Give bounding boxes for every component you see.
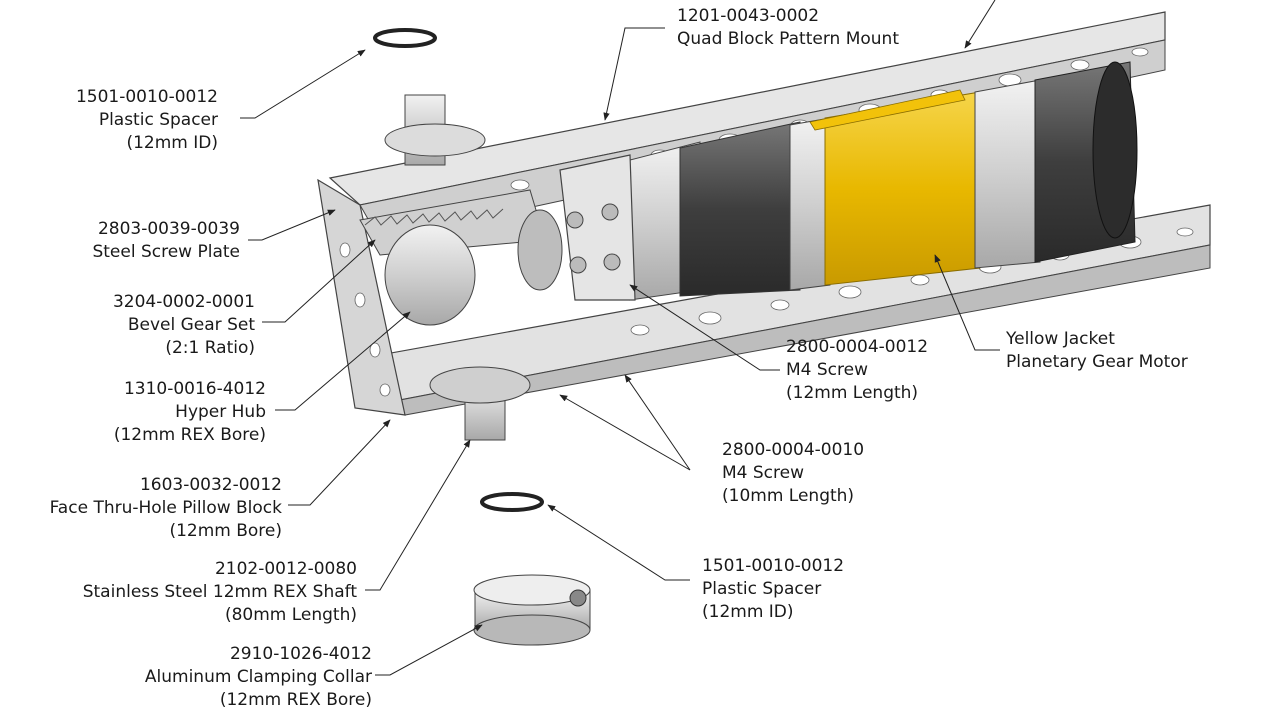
- part-number: 2803-0039-0039: [97, 219, 240, 239]
- part-number: 2102-0012-0080: [214, 559, 357, 579]
- part-name: M4 Screw: [786, 360, 869, 380]
- part-name: M4 Screw: [722, 463, 805, 483]
- part-name: Quad Block Pattern Mount: [677, 29, 899, 49]
- rex-shaft: [384, 94, 531, 441]
- channel-end-plate: [317, 178, 406, 416]
- callout-m4-screw-12mm: 2800-0004-0012 M4 Screw (12mm Length): [786, 336, 928, 405]
- part-name: Hyper Hub: [175, 402, 266, 422]
- part-number: 1603-0032-0012: [139, 475, 282, 495]
- callout-hyper-hub: 1310-0016-4012 Hyper Hub (12mm REX Bore): [60, 378, 266, 447]
- part-spec: (10mm Length): [722, 486, 855, 506]
- part-number: 1501-0010-0012: [75, 87, 218, 107]
- callout-yellow-jacket-motor: Yellow Jacket Planetary Gear Motor: [1006, 328, 1188, 374]
- leader-lines: [240, 0, 1000, 676]
- clamping-collar: [473, 574, 591, 646]
- part-name-2: Planetary Gear Motor: [1006, 352, 1188, 372]
- part-name: Bevel Gear Set: [127, 315, 255, 335]
- yellow-jacket-motor: [629, 61, 1138, 301]
- part-number: 2800-0004-0010: [722, 440, 865, 460]
- plastic-spacer-top: [373, 28, 437, 48]
- part-name: Yellow Jacket: [1006, 329, 1115, 349]
- part-spec: (12mm REX Bore): [219, 690, 372, 710]
- part-name: Plastic Spacer: [98, 110, 218, 130]
- callout-clamping-collar: 2910-1026-4012 Aluminum Clamping Collar …: [100, 643, 372, 712]
- callout-quad-block-mount: 1201-0043-0002 Quad Block Pattern Mount: [677, 5, 899, 51]
- part-number: 1201-0043-0002: [677, 6, 820, 26]
- part-name: Plastic Spacer: [702, 579, 822, 599]
- part-spec: (12mm REX Bore): [113, 425, 266, 445]
- part-number: 1501-0010-0012: [702, 556, 845, 576]
- callout-m4-screw-10mm: 2800-0004-0010 M4 Screw (10mm Length): [722, 439, 864, 508]
- part-number: 2910-1026-4012: [229, 644, 372, 664]
- callout-bevel-gear-set: 3204-0002-0001 Bevel Gear Set (2:1 Ratio…: [60, 291, 255, 360]
- part-spec: (2:1 Ratio): [165, 338, 255, 358]
- quad-block-mount: [559, 154, 636, 301]
- part-number: 1310-0016-4012: [123, 379, 266, 399]
- part-name: Steel Screw Plate: [92, 242, 240, 262]
- part-number: 3204-0002-0001: [112, 292, 255, 312]
- part-spec: (80mm Length): [224, 605, 357, 625]
- part-number: 2800-0004-0012: [786, 337, 929, 357]
- plastic-spacer-bottom: [480, 492, 544, 512]
- bevel-gear-set: [359, 189, 563, 326]
- callout-pillow-block: 1603-0032-0012 Face Thru-Hole Pillow Blo…: [20, 474, 282, 543]
- part-spec: (12mm Bore): [169, 521, 282, 541]
- part-spec: (12mm ID): [126, 133, 218, 153]
- callout-steel-screw-plate: 2803-0039-0039 Steel Screw Plate: [60, 218, 240, 264]
- callout-plastic-spacer-top: 1501-0010-0012 Plastic Spacer (12mm ID): [60, 86, 218, 155]
- part-name: Face Thru-Hole Pillow Block: [49, 498, 282, 518]
- callout-plastic-spacer-bottom: 1501-0010-0012 Plastic Spacer (12mm ID): [702, 555, 844, 624]
- part-name: Aluminum Clamping Collar: [144, 667, 372, 687]
- part-name: Stainless Steel 12mm REX Shaft: [82, 582, 357, 602]
- part-spec: (12mm Length): [786, 383, 919, 403]
- callout-rex-shaft: 2102-0012-0080 Stainless Steel 12mm REX …: [60, 558, 357, 627]
- part-spec: (12mm ID): [702, 602, 794, 622]
